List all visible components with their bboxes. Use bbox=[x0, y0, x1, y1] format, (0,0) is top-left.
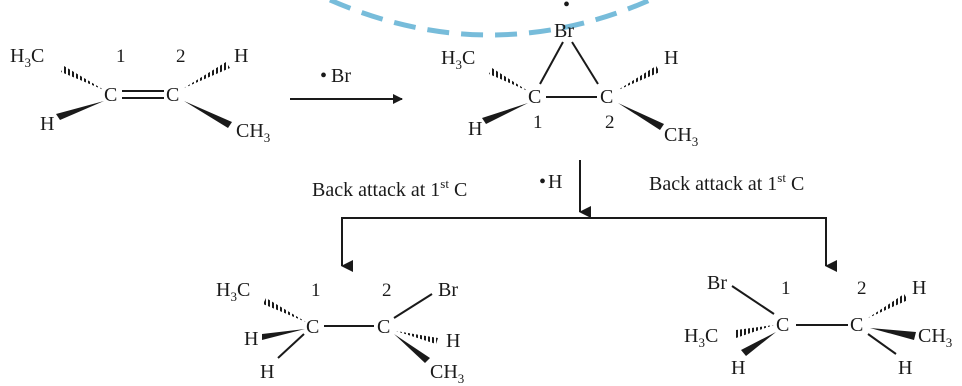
watermark-arc bbox=[328, 0, 652, 38]
bromonium-wedge-bond-2 bbox=[618, 103, 664, 130]
bromonium-hash-bond-2 bbox=[618, 66, 660, 90]
bromonium-bond-br-c1 bbox=[539, 41, 564, 85]
product-right-hash-bond-1 bbox=[736, 325, 774, 338]
product-right-c1-number: 1 bbox=[781, 278, 791, 299]
branch-left-label: Back attack at 1st C bbox=[312, 176, 467, 201]
product-left-hash-bond-2 bbox=[396, 331, 438, 344]
product-right-hash-bond-2 bbox=[868, 294, 908, 318]
product-right: Br 1 C H3C H C 2 H CH3 H bbox=[684, 272, 952, 379]
reactant-hash-bond-2 bbox=[184, 62, 230, 88]
product-left-hash-bond-1 bbox=[263, 298, 306, 322]
product-right-plain-bond-1 bbox=[731, 285, 775, 315]
bromine-radical-dot: • bbox=[563, 0, 570, 16]
reaction-arrow-1: •Br bbox=[290, 65, 403, 104]
branch-arrows: •H Back attack at 1st C Back attack at 1… bbox=[312, 160, 837, 272]
product-right-plain-bond-2 bbox=[867, 333, 897, 355]
product-right-wedge-bond-2 bbox=[870, 328, 916, 340]
reactant-molecule: H3C 1 C H C 2 H CH3 bbox=[10, 45, 270, 145]
reactant-hash-bond-1 bbox=[61, 66, 104, 90]
product-right-c1-methyl: H3C bbox=[684, 325, 718, 350]
product-left-c2-atom: C bbox=[377, 316, 390, 338]
product-right-c2-number: 2 bbox=[857, 278, 867, 299]
product-left: H3C 1 C H H C 2 Br H CH3 bbox=[216, 279, 464, 386]
reactant-c1-number: 1 bbox=[116, 46, 126, 67]
bromonium-wedge-bond-1 bbox=[482, 103, 528, 124]
reactant-c2-number: 2 bbox=[176, 46, 186, 67]
product-right-wedge-bond-1 bbox=[741, 332, 776, 356]
product-left-plain-bond-1 bbox=[277, 333, 305, 359]
product-right-c2-methyl: CH3 bbox=[918, 325, 952, 350]
bromonium-c2-methyl: CH3 bbox=[664, 124, 698, 149]
product-left-c2-methyl: CH3 bbox=[430, 361, 464, 386]
product-right-c1-bromine: Br bbox=[707, 272, 727, 294]
product-left-c2-hydrogen: H bbox=[446, 330, 460, 352]
product-right-c2-hydrogen-up: H bbox=[912, 277, 926, 299]
product-right-c1-atom: C bbox=[776, 314, 789, 336]
product-left-c2-bromine: Br bbox=[438, 279, 458, 301]
bromonium-bromine: Br bbox=[554, 20, 574, 42]
reactant-c1-hydrogen: H bbox=[40, 113, 54, 135]
product-right-c2-hydrogen-down: H bbox=[898, 357, 912, 379]
reactant-wedge-bond-2 bbox=[184, 101, 232, 128]
reactant-c1-atom: C bbox=[104, 84, 117, 106]
bromonium-intermediate: • Br H3C C H 1 C 2 H CH3 bbox=[441, 0, 698, 149]
bromonium-c2-number: 2 bbox=[605, 112, 615, 133]
reactant-c1-methyl: H3C bbox=[10, 45, 44, 70]
branch-right-label: Back attack at 1st C bbox=[649, 170, 804, 195]
bromonium-c2-atom: C bbox=[600, 86, 613, 108]
product-left-c1-methyl: H3C bbox=[216, 279, 250, 304]
product-left-plain-bond-2 bbox=[393, 293, 433, 319]
bromonium-c1-number: 1 bbox=[533, 112, 543, 133]
arrow-1-reagent: •Br bbox=[320, 65, 351, 87]
bromonium-c1-methyl: H3C bbox=[441, 47, 475, 72]
branch-reagent: •H bbox=[539, 171, 562, 193]
bromonium-c1-hydrogen: H bbox=[468, 118, 482, 140]
product-left-c2-number: 2 bbox=[382, 280, 392, 301]
product-right-c2-atom: C bbox=[850, 314, 863, 336]
bromonium-bond-br-c2 bbox=[571, 41, 599, 85]
reactant-wedge-bond-1 bbox=[56, 101, 104, 120]
bromonium-hash-bond-1 bbox=[489, 68, 528, 91]
product-left-c1-hydrogen-mid: H bbox=[244, 328, 258, 350]
product-left-c1-atom: C bbox=[306, 316, 319, 338]
bromonium-c1-atom: C bbox=[528, 86, 541, 108]
product-left-c1-hydrogen-down: H bbox=[260, 361, 274, 383]
reactant-c2-hydrogen: H bbox=[234, 45, 248, 67]
product-left-c1-number: 1 bbox=[311, 280, 321, 301]
reactant-c2-methyl: CH3 bbox=[236, 120, 270, 145]
reactant-c2-atom: C bbox=[166, 84, 179, 106]
product-right-c1-hydrogen: H bbox=[731, 357, 745, 379]
bromonium-c2-hydrogen: H bbox=[664, 47, 678, 69]
product-left-wedge-bond-2 bbox=[394, 334, 430, 363]
product-left-wedge-bond-1 bbox=[262, 329, 305, 340]
